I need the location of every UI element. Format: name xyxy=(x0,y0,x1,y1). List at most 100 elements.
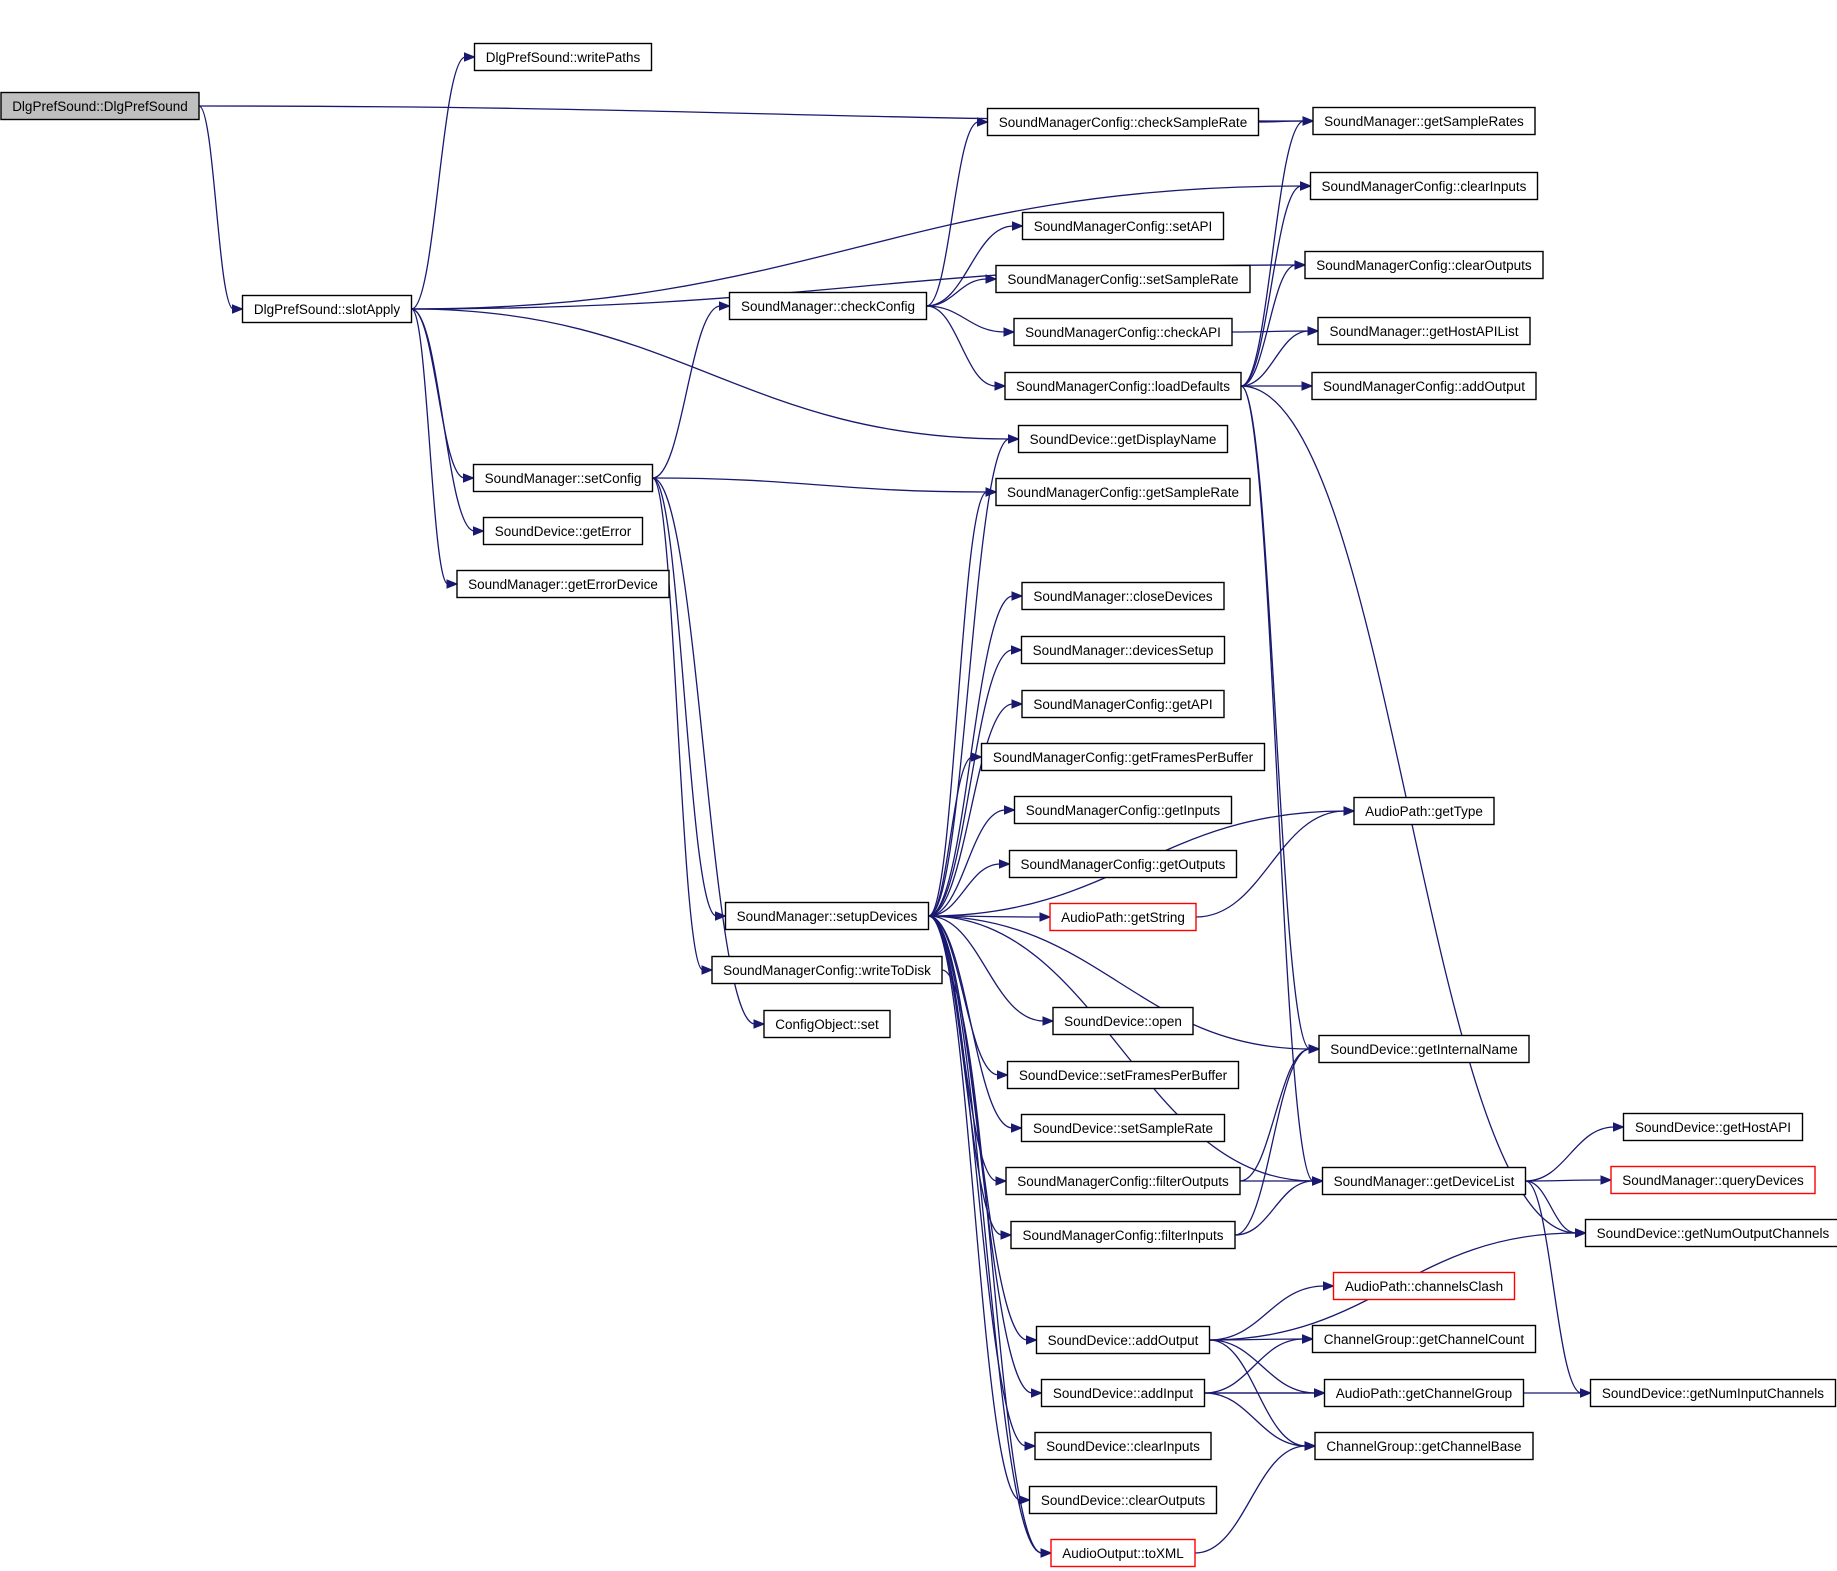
node-box xyxy=(473,42,653,72)
node-sd-open[interactable]: SoundDevice::open xyxy=(1052,1006,1194,1036)
node-smc-set-sample-rate[interactable]: SoundManagerConfig::setSampleRate xyxy=(995,264,1251,294)
edge-sm-check-config-to-smc-load-defaults xyxy=(926,305,1007,391)
edge-sm-set-config-to-co-set xyxy=(652,477,766,1029)
node-label: SoundDevice::open xyxy=(1064,1014,1182,1029)
node-box xyxy=(980,742,1266,772)
node-sm-get-device-list[interactable]: SoundManager::getDeviceList xyxy=(1321,1166,1527,1196)
node-sm-get-sample-rates[interactable]: SoundManager::getSampleRates xyxy=(1312,106,1536,136)
node-ap-get-string[interactable]: AudioPath::getString xyxy=(1049,902,1197,932)
arrowhead-icon xyxy=(985,274,998,284)
node-ap-get-type[interactable]: AudioPath::getType xyxy=(1353,796,1495,826)
edge-sm-check-config-to-smc-set-sample-rate xyxy=(926,274,998,307)
edge-line xyxy=(1525,1180,1577,1234)
edge-line xyxy=(1231,330,1310,333)
node-sm-set-config[interactable]: SoundManager::setConfig xyxy=(472,463,654,493)
node-sd-get-internal-name[interactable]: SoundDevice::getInternalName xyxy=(1318,1034,1530,1064)
node-box xyxy=(763,1009,891,1039)
edge-smc-load-defaults-to-smc-clear-outputs xyxy=(1240,260,1307,387)
node-label: SoundManagerConfig::checkAPI xyxy=(1025,325,1221,340)
node-sd-clear-outputs[interactable]: SoundDevice::clearOutputs xyxy=(1028,1485,1218,1515)
node-smc-get-frames-per-buffer[interactable]: SoundManagerConfig::getFramesPerBuffer xyxy=(980,742,1266,772)
arrowhead-icon xyxy=(1011,1123,1023,1133)
edge-line xyxy=(1239,1048,1311,1182)
node-co-set[interactable]: ConfigObject::set xyxy=(763,1009,891,1039)
node-smc-get-sample-rate[interactable]: SoundManagerConfig::getSampleRate xyxy=(995,477,1251,507)
node-label: AudioPath::getChannelGroup xyxy=(1336,1386,1512,1401)
node-smc-get-outputs[interactable]: SoundManagerConfig::getOutputs xyxy=(1008,849,1238,879)
node-label: ChannelGroup::getChannelBase xyxy=(1326,1439,1521,1454)
node-label: SoundManagerConfig::checkSampleRate xyxy=(999,115,1247,130)
arrowhead-icon xyxy=(1302,1334,1314,1344)
node-sd-get-host-api[interactable]: SoundDevice::getHostAPI xyxy=(1622,1112,1804,1142)
node-smc-get-api[interactable]: SoundManagerConfig::getAPI xyxy=(1021,689,1225,719)
node-sd-get-error[interactable]: SoundDevice::getError xyxy=(482,516,644,546)
node-box xyxy=(1035,1325,1211,1355)
node-label: SoundDevice::clearOutputs xyxy=(1041,1493,1206,1508)
node-box xyxy=(1309,171,1539,201)
node-smc-check-api[interactable]: SoundManagerConfig::checkAPI xyxy=(1013,317,1233,347)
node-label: SoundDevice::clearInputs xyxy=(1046,1439,1200,1454)
edge-line xyxy=(1209,1338,1304,1341)
edge-line xyxy=(928,915,1013,1129)
edges-layer xyxy=(198,52,1625,1558)
node-box xyxy=(1008,849,1238,879)
node-cg-get-channel-base[interactable]: ChannelGroup::getChannelBase xyxy=(1314,1431,1534,1461)
node-sm-get-host-apilist[interactable]: SoundManager::getHostAPIList xyxy=(1317,316,1531,346)
node-label: SoundDevice::setFramesPerBuffer xyxy=(1019,1068,1228,1083)
arrowhead-icon xyxy=(1039,912,1052,922)
arrowhead-icon xyxy=(1312,1176,1324,1186)
node-write-paths[interactable]: DlgPrefSound::writePaths xyxy=(473,42,653,72)
node-smc-add-output[interactable]: SoundManagerConfig::addOutput xyxy=(1311,371,1537,401)
edge-sm-set-config-to-smc-write-to-disk xyxy=(651,477,714,975)
node-sd-get-num-input-channels[interactable]: SoundDevice::getNumInputChannels xyxy=(1589,1378,1837,1408)
node-box xyxy=(456,569,670,599)
edge-sm-setup-devices-to-sm-devices-setup xyxy=(928,645,1023,917)
edge-line xyxy=(928,915,1043,1554)
node-slot-apply[interactable]: DlgPrefSound::slotApply xyxy=(241,294,413,324)
node-sm-get-error-device[interactable]: SoundManager::getErrorDevice xyxy=(456,569,670,599)
node-smc-set-api[interactable]: SoundManagerConfig::setAPI xyxy=(1021,211,1225,241)
node-sm-close-devices[interactable]: SoundManager::closeDevices xyxy=(1021,581,1225,611)
node-sd-get-display-name[interactable]: SoundDevice::getDisplayName xyxy=(1017,424,1229,454)
node-smc-get-inputs[interactable]: SoundManagerConfig::getInputs xyxy=(1013,795,1233,825)
node-label: SoundManager::setupDevices xyxy=(737,909,918,924)
node-label: SoundDevice::addOutput xyxy=(1048,1333,1199,1348)
node-sm-setup-devices[interactable]: SoundManager::setupDevices xyxy=(724,901,930,931)
node-box xyxy=(724,901,930,931)
node-sm-query-devices[interactable]: SoundManager::queryDevices xyxy=(1610,1165,1816,1195)
node-sm-devices-setup[interactable]: SoundManager::devicesSetup xyxy=(1020,635,1226,665)
arrowhead-icon xyxy=(999,859,1011,869)
node-ap-channels-clash[interactable]: AudioPath::channelsClash xyxy=(1332,1271,1516,1301)
node-smc-load-defaults[interactable]: SoundManagerConfig::loadDefaults xyxy=(1004,371,1242,401)
node-sd-add-output[interactable]: SoundDevice::addOutput xyxy=(1035,1325,1211,1355)
node-label: SoundManager::checkConfig xyxy=(741,299,915,314)
node-smc-filter-inputs[interactable]: SoundManagerConfig::filterInputs xyxy=(1010,1220,1236,1250)
edge-line xyxy=(652,477,988,493)
arrowhead-icon xyxy=(995,1176,1008,1186)
arrowhead-icon xyxy=(701,965,714,975)
node-smc-clear-outputs[interactable]: SoundManagerConfig::clearOutputs xyxy=(1304,250,1544,280)
edge-line xyxy=(1209,1285,1325,1341)
node-dlg-pref-sound-ctor[interactable]: DlgPrefSound::DlgPrefSound xyxy=(0,91,200,121)
node-label: SoundManagerConfig::clearOutputs xyxy=(1316,258,1532,273)
edge-line xyxy=(926,121,979,307)
node-cg-get-channel-count[interactable]: ChannelGroup::getChannelCount xyxy=(1311,1324,1537,1354)
node-smc-filter-outputs[interactable]: SoundManagerConfig::filterOutputs xyxy=(1005,1166,1241,1196)
node-sd-get-num-output-channels[interactable]: SoundDevice::getNumOutputChannels xyxy=(1584,1218,1837,1248)
edge-sm-setup-devices-to-sm-close-devices xyxy=(928,591,1024,917)
node-sm-check-config[interactable]: SoundManager::checkConfig xyxy=(728,291,928,321)
node-sd-add-input[interactable]: SoundDevice::addInput xyxy=(1040,1378,1206,1408)
node-smc-check-sample-rate[interactable]: SoundManagerConfig::checkSampleRate xyxy=(986,107,1260,137)
node-label: SoundManagerConfig::getSampleRate xyxy=(1007,485,1239,500)
edge-sm-setup-devices-to-smc-get-frames-per-buffer xyxy=(928,752,983,917)
node-ap-get-channel-group[interactable]: AudioPath::getChannelGroup xyxy=(1323,1378,1525,1408)
node-ao-to-xml[interactable]: AudioOutput::toXML xyxy=(1050,1538,1196,1568)
node-smc-write-to-disk[interactable]: SoundManagerConfig::writeToDisk xyxy=(711,955,943,985)
node-sd-set-frames-per-buffer[interactable]: SoundDevice::setFramesPerBuffer xyxy=(1006,1060,1240,1090)
node-sd-clear-inputs[interactable]: SoundDevice::clearInputs xyxy=(1034,1431,1212,1461)
node-label: SoundDevice::addInput xyxy=(1053,1386,1194,1401)
node-smc-clear-inputs[interactable]: SoundManagerConfig::clearInputs xyxy=(1309,171,1539,201)
node-label: SoundManager::getErrorDevice xyxy=(468,577,658,592)
node-sd-set-sample-rate[interactable]: SoundDevice::setSampleRate xyxy=(1020,1113,1226,1143)
node-label: SoundManagerConfig::getInputs xyxy=(1026,803,1221,818)
